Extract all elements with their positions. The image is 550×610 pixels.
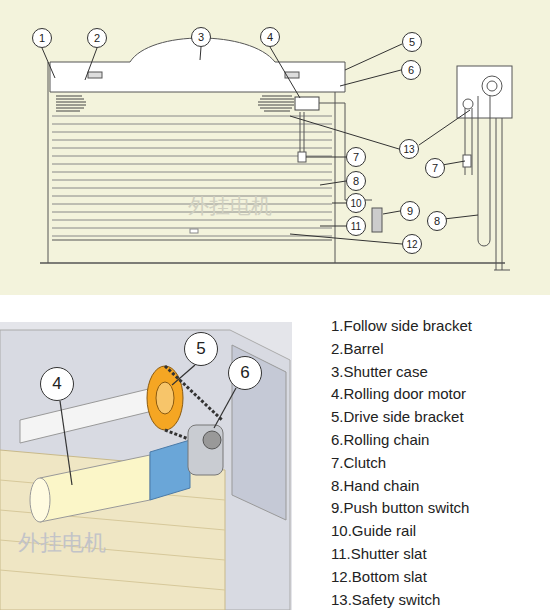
callout-circle: 8 bbox=[346, 171, 366, 191]
callout-number: 6 bbox=[408, 64, 414, 76]
top-background bbox=[0, 0, 550, 295]
callout-number: 1 bbox=[39, 32, 45, 44]
callout-circle: 4 bbox=[260, 27, 280, 47]
callout-number: 10 bbox=[350, 198, 361, 209]
callout-number: 8 bbox=[353, 175, 359, 187]
callout-number: 4 bbox=[52, 374, 61, 394]
legend-item: 13.Safety switch bbox=[331, 591, 440, 608]
legend-item: 7.Clutch bbox=[331, 454, 386, 471]
callout-circle: 12 bbox=[402, 234, 422, 254]
callout-circle: 13 bbox=[399, 139, 419, 159]
callout-number: 2 bbox=[94, 32, 100, 44]
callout-number: 7 bbox=[432, 162, 438, 174]
legend-item: 4.Rolling door motor bbox=[331, 385, 466, 402]
legend-item: 12.Bottom slat bbox=[331, 568, 427, 585]
callout-number: 4 bbox=[267, 31, 273, 43]
callout-circle: 10 bbox=[346, 193, 366, 213]
watermark: 外挂电机 bbox=[18, 528, 106, 558]
callout-number: 8 bbox=[434, 215, 440, 227]
callout-number: 6 bbox=[240, 363, 249, 383]
callout-number: 5 bbox=[196, 339, 205, 359]
chain-sprocket bbox=[147, 366, 222, 448]
callout-number: 9 bbox=[407, 205, 413, 217]
callout-number: 13 bbox=[403, 144, 414, 155]
legend-item: 5.Drive side bracket bbox=[331, 408, 464, 425]
callout-circle: 2 bbox=[87, 28, 107, 48]
door-side-view bbox=[457, 66, 512, 270]
callout-circle: 3 bbox=[191, 27, 211, 47]
callout-circle: 8 bbox=[427, 211, 447, 231]
bottom-leader-lines bbox=[60, 365, 236, 485]
callout-number: 11 bbox=[351, 221, 361, 232]
leader-lines bbox=[42, 44, 478, 244]
callout-circle: 7 bbox=[346, 147, 366, 167]
callout-circle: 6 bbox=[228, 356, 262, 390]
callout-circle: 6 bbox=[401, 60, 421, 80]
callout-circle: 1 bbox=[32, 28, 52, 48]
wall-frame bbox=[0, 330, 290, 610]
callout-circle: 4 bbox=[40, 367, 74, 401]
callout-circle: 7 bbox=[425, 158, 445, 178]
shutter-slats bbox=[52, 116, 332, 240]
callout-number: 3 bbox=[198, 31, 204, 43]
callout-circle: 11 bbox=[346, 216, 366, 236]
watermark: 外挂电机 bbox=[188, 192, 272, 220]
bottom-background bbox=[0, 322, 292, 610]
callout-number: 7 bbox=[353, 151, 359, 163]
legend-item: 3.Shutter case bbox=[331, 363, 428, 380]
callout-number: 12 bbox=[406, 239, 417, 250]
legend-item: 11.Shutter slat bbox=[331, 545, 427, 562]
callout-circle: 5 bbox=[402, 32, 422, 52]
legend-item: 2.Barrel bbox=[331, 340, 384, 357]
callout-number: 5 bbox=[409, 36, 415, 48]
barrel-tube bbox=[20, 385, 165, 443]
callout-circle: 5 bbox=[184, 332, 218, 366]
legend-item: 9.Push button switch bbox=[331, 499, 469, 516]
barrel-coil bbox=[56, 96, 294, 111]
legend-item: 8.Hand chain bbox=[331, 477, 419, 494]
legend-item: 1.Follow side bracket bbox=[331, 317, 472, 334]
door-front-view bbox=[40, 38, 505, 263]
callout-circle: 9 bbox=[400, 201, 420, 221]
legend-item: 10.Guide rail bbox=[331, 522, 416, 539]
legend-item: 6.Rolling chain bbox=[331, 431, 429, 448]
motor-unit bbox=[30, 425, 223, 522]
motor-box bbox=[295, 97, 319, 110]
